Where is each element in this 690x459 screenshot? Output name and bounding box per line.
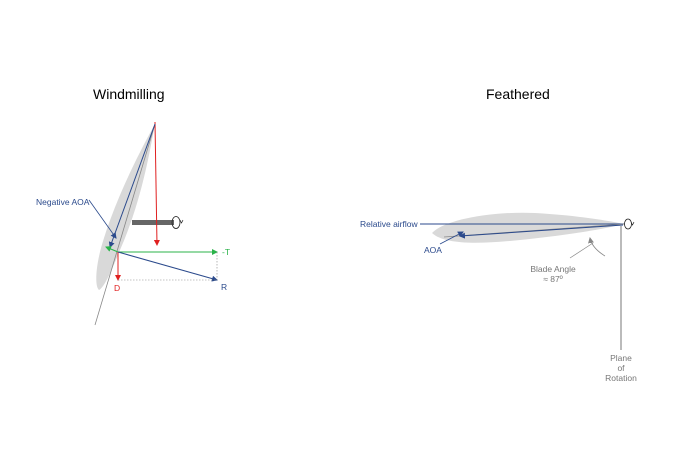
hub-rotation-icon xyxy=(171,216,181,229)
plane-label-line3: Rotation xyxy=(605,373,637,383)
blade-angle-pointer xyxy=(569,242,594,259)
plane-of-rotation-label: Plane of Rotation xyxy=(596,353,646,383)
relative-wind-vector xyxy=(153,121,160,246)
thrust-back-arrow xyxy=(105,246,119,253)
resultant-label: R xyxy=(221,282,228,292)
blade-angle-arc xyxy=(588,237,606,257)
blade-angle-label-line2: ≈ 87º xyxy=(543,274,563,284)
blade-angle-label: Blade Angle ≈ 87º xyxy=(522,264,584,284)
hub-shaft xyxy=(132,220,174,225)
feathered-blade-vector xyxy=(459,224,624,239)
hub-rotation-arrow-icon xyxy=(179,219,184,224)
feathered-blade-shape xyxy=(432,212,624,243)
feathered-hub-arrow-icon xyxy=(630,221,635,226)
plane-label-line2: of xyxy=(617,363,625,373)
feathered-title: Feathered xyxy=(486,86,550,102)
feathered-hub-rotation-icon xyxy=(624,218,632,230)
plane-label-line1: Plane xyxy=(610,353,632,363)
negative-aoa-pointer xyxy=(88,199,117,239)
drag-label: D xyxy=(114,283,121,293)
blade-angle-label-line1: Blade Angle xyxy=(530,264,576,274)
aoa-label: AOA xyxy=(424,245,442,255)
windmilling-title: Windmilling xyxy=(93,86,165,102)
relative-airflow-label: Relative airflow xyxy=(360,219,418,229)
negative-aoa-label: Negative AOA xyxy=(36,197,90,207)
resultant-vector xyxy=(117,251,218,282)
aoa-pointer xyxy=(439,231,464,245)
thrust-label: -T xyxy=(222,247,231,257)
blade-chord-line xyxy=(94,123,156,326)
blade-velocity-vector xyxy=(108,123,156,248)
